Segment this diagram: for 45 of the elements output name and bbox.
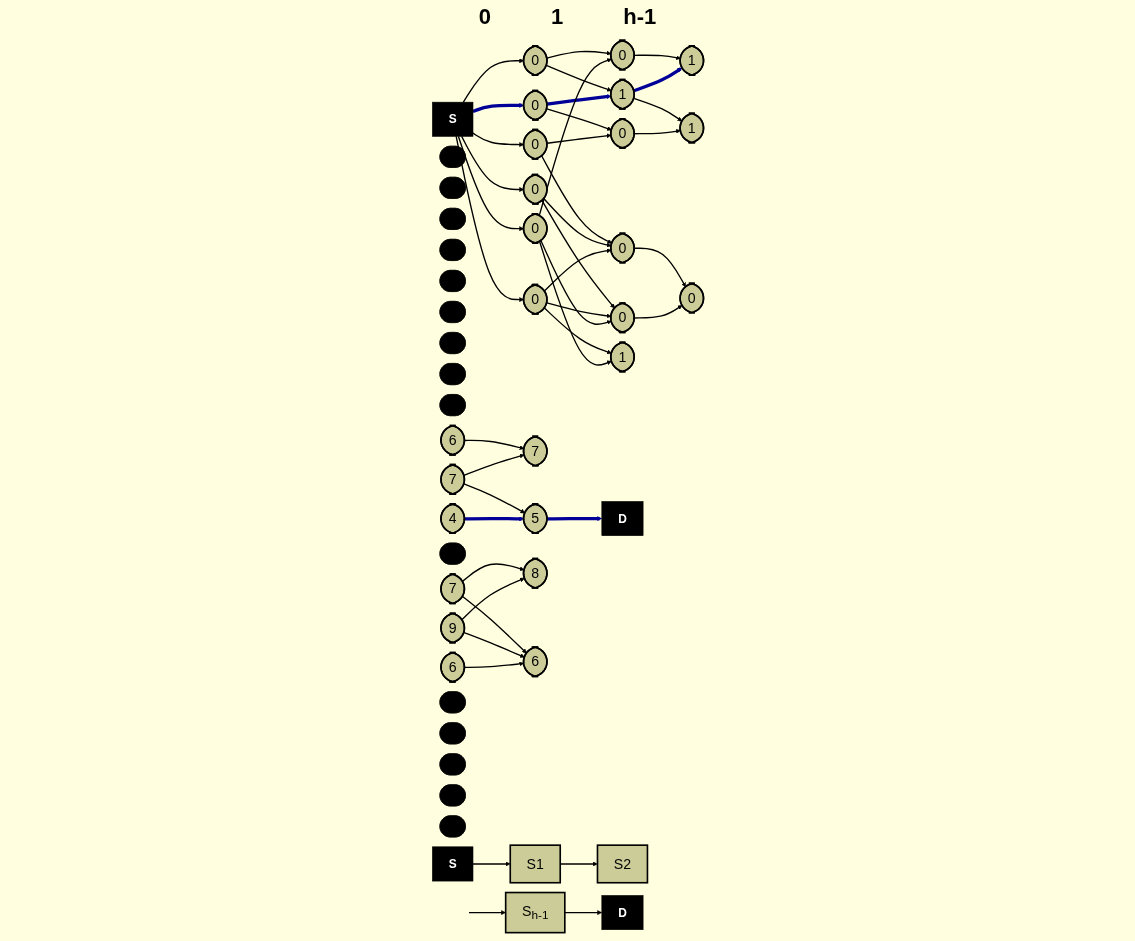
arrow [543, 248, 611, 292]
arrow [633, 54, 681, 60]
arrow [543, 307, 612, 355]
arrow [540, 155, 612, 244]
arrow [455, 135, 524, 302]
arrow [471, 132, 524, 147]
node-box: S$_{h-1}$ [504, 891, 566, 934]
arrow [460, 577, 525, 621]
arrow [463, 661, 524, 669]
arrow [538, 240, 612, 366]
arrow [545, 64, 612, 92]
arrow [461, 563, 525, 583]
arrow [542, 198, 612, 248]
arrow [462, 483, 525, 514]
arrow [540, 200, 615, 309]
arrow [539, 240, 612, 325]
arrow [463, 439, 524, 450]
arrow [462, 58, 524, 103]
arrow [472, 103, 524, 113]
arrow [457, 135, 524, 232]
column-number: 1 [551, 4, 564, 31]
arrow [460, 135, 524, 192]
arrow [545, 108, 612, 131]
node-box: S1 [509, 844, 561, 884]
arrow [546, 94, 611, 106]
arrow [633, 305, 682, 319]
node-box: S [431, 101, 473, 137]
node-box: D [601, 895, 643, 930]
arrow [546, 516, 602, 521]
arrow [633, 128, 681, 135]
node-box: S [431, 846, 473, 882]
arrow [633, 247, 686, 288]
arrow [546, 133, 611, 144]
arrow [632, 67, 682, 93]
arrow [464, 516, 524, 522]
arrow [559, 861, 598, 867]
arrow [462, 631, 525, 658]
arrow [461, 595, 527, 654]
column-number: h-1 [623, 4, 657, 31]
node-box: S2 [596, 844, 648, 884]
column-number: 0 [478, 4, 491, 31]
arrow [632, 97, 682, 122]
arrow [538, 58, 612, 217]
node-box: D [601, 501, 643, 536]
arrow [467, 910, 506, 915]
